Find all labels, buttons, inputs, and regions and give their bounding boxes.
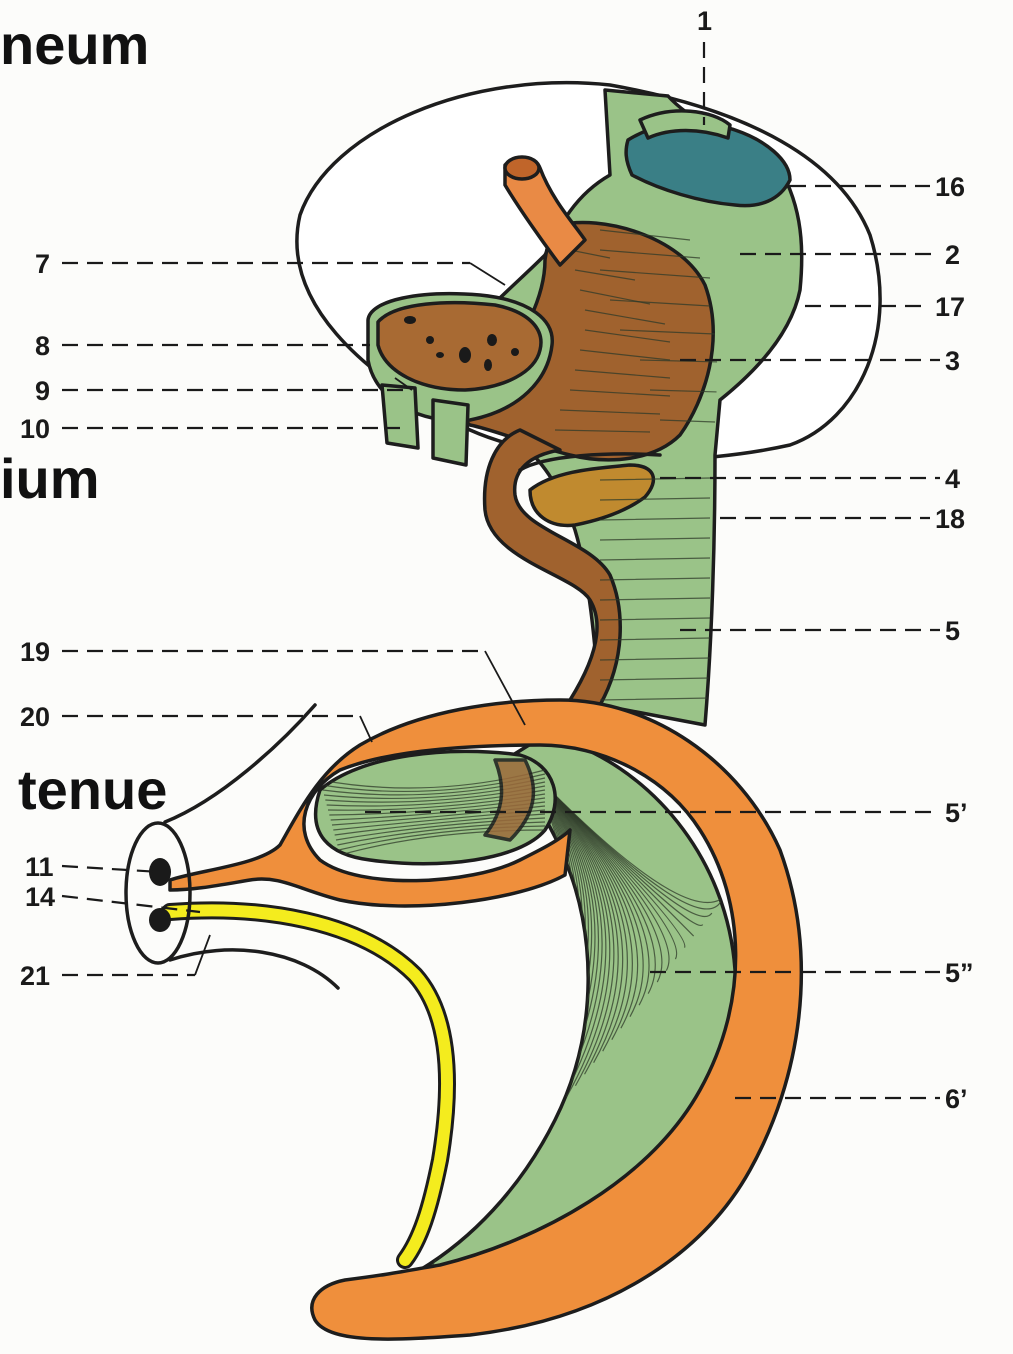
label-9: 9 [35, 376, 50, 406]
vessel-stub-left [382, 385, 418, 448]
label-10: 10 [20, 414, 50, 444]
label-5-double-prime: 5” [945, 958, 974, 988]
label-4: 4 [945, 464, 960, 494]
vessel-stub-right [433, 400, 468, 465]
esophagus-opening [505, 157, 539, 179]
label-6-prime: 6’ [945, 1084, 968, 1114]
label-16: 16 [935, 172, 965, 202]
label-17: 17 [935, 292, 965, 322]
yellow-duct-fill [170, 910, 447, 1260]
label-19: 19 [20, 637, 50, 667]
label-2: 2 [945, 240, 960, 270]
label-5: 5 [945, 616, 960, 646]
overlay-word-lower: tenue [18, 762, 167, 818]
cut-compartment-surface [378, 303, 541, 390]
section-ring-bottom-line [170, 950, 338, 988]
label-5-prime: 5’ [945, 798, 968, 828]
label-8: 8 [35, 331, 50, 361]
section-hole-14 [149, 908, 171, 932]
section-ring [126, 823, 190, 963]
label-1: 1 [697, 6, 712, 36]
label-11: 11 [25, 852, 54, 882]
label-20: 20 [20, 702, 50, 732]
label-21: 21 [20, 961, 50, 991]
label-18: 18 [935, 504, 965, 534]
overlay-word-middle: ium [0, 451, 100, 507]
label-7: 7 [35, 249, 50, 279]
label-3: 3 [945, 346, 960, 376]
label-14: 14 [25, 882, 55, 912]
overlay-word-top: neum [0, 17, 149, 73]
section-ring-top-line [165, 705, 315, 822]
